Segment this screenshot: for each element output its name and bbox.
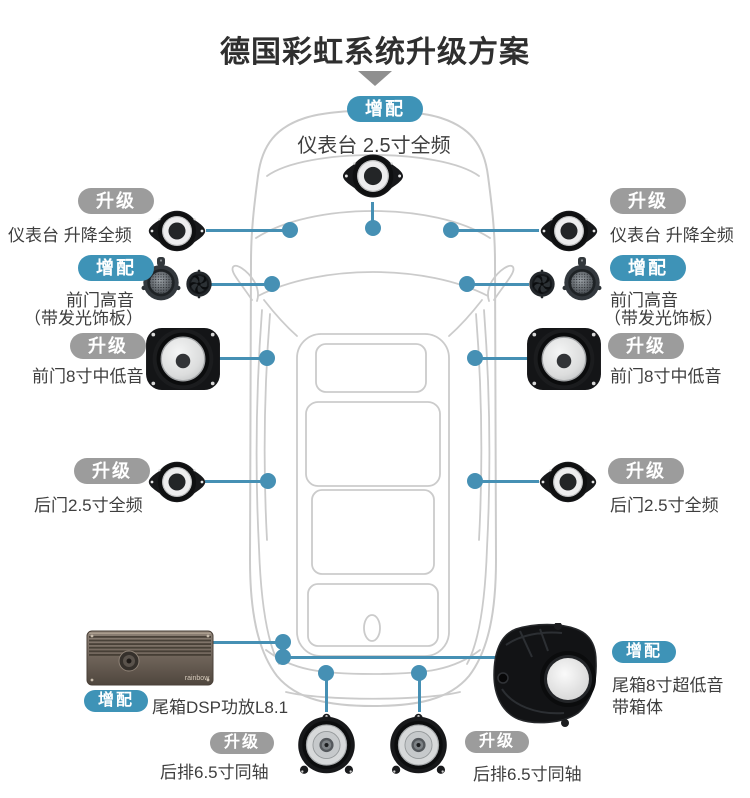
badge-dash-center: 增配 bbox=[347, 96, 423, 122]
badge-rear-door-right: 升级 bbox=[608, 458, 684, 484]
speaker-dash-right-image bbox=[537, 206, 601, 256]
connector-line-dash-center bbox=[371, 202, 374, 229]
speaker-rear-door-left-image bbox=[145, 457, 209, 507]
car-cowl-line bbox=[257, 271, 489, 297]
connector-dot-dash-right bbox=[443, 222, 459, 238]
connector-dot-woofer-right bbox=[467, 350, 483, 366]
tweeter-swirl-left-image bbox=[184, 269, 214, 299]
car-antenna bbox=[363, 614, 381, 642]
car-roof-panel bbox=[305, 401, 441, 487]
connector-line-deck-right bbox=[418, 673, 421, 712]
connector-line-amp bbox=[213, 641, 284, 644]
subwoofer-image bbox=[493, 623, 597, 727]
label-dash-right: 仪表台 升降全频 bbox=[610, 226, 734, 245]
label-front-tweeter-right-2: （带发光饰板） bbox=[604, 309, 723, 328]
connector-dot-amp bbox=[275, 634, 291, 650]
badge-dash-left: 升级 bbox=[78, 188, 154, 214]
speaker-rear-deck-right-image bbox=[387, 712, 450, 778]
car-door-left-outer bbox=[255, 309, 280, 665]
connector-dot-woofer-left bbox=[259, 350, 275, 366]
car-bumper-line bbox=[285, 691, 461, 700]
connector-dot-rear-door-right bbox=[467, 473, 483, 489]
connector-line-rear-door-right bbox=[474, 480, 539, 483]
speaker-rear-deck-left-image bbox=[295, 712, 358, 778]
badge-front-woofer-left: 升级 bbox=[70, 333, 146, 359]
badge-front-woofer-right: 升级 bbox=[608, 333, 684, 359]
badge-front-tweeter-left: 增配 bbox=[78, 255, 154, 281]
speaker-front-woofer-left-image bbox=[144, 326, 222, 392]
badge-front-tweeter-right: 增配 bbox=[610, 255, 686, 281]
amp-image: rainbow bbox=[86, 630, 214, 686]
label-rear-door-left: 后门2.5寸全频 bbox=[34, 496, 143, 515]
connector-line-rear-door-left bbox=[205, 480, 269, 483]
badge-dash-right: 升级 bbox=[610, 188, 686, 214]
connector-line-woofer-left bbox=[219, 357, 268, 360]
connector-dot-sub bbox=[275, 649, 291, 665]
car-door-right-outer bbox=[466, 309, 491, 665]
label-trunk-sub: 尾箱8寸超低音 bbox=[612, 676, 724, 695]
connector-line-sub bbox=[283, 656, 505, 659]
connector-line-dash-left bbox=[206, 229, 291, 232]
label-front-tweeter-right: 前门高音 bbox=[610, 291, 678, 310]
connector-line-tweeter-left bbox=[210, 283, 273, 286]
label-front-tweeter-left: 前门高音 bbox=[66, 291, 134, 310]
label-front-woofer-right: 前门8寸中低音 bbox=[610, 367, 722, 386]
speaker-front-woofer-right-image bbox=[525, 326, 603, 392]
badge-rear-deck-left: 升级 bbox=[210, 732, 274, 754]
connector-dot-tweeter-left bbox=[264, 276, 280, 292]
connector-dot-dash-center bbox=[365, 220, 381, 236]
label-front-tweeter-left-2: （带发光饰板） bbox=[24, 309, 143, 328]
car-door-right-inner bbox=[475, 313, 483, 541]
connector-line-deck-left bbox=[325, 673, 328, 712]
car-apillar-left bbox=[263, 299, 298, 337]
connector-line-woofer-right bbox=[474, 357, 529, 360]
badge-rear-door-left: 升级 bbox=[74, 458, 150, 484]
car-mirror-right bbox=[487, 265, 515, 302]
tweeter-mesh-right-image bbox=[562, 257, 602, 303]
page-title: 德国彩虹系统升级方案 bbox=[220, 36, 530, 69]
label-trunk-sub-2: 带箱体 bbox=[612, 698, 663, 717]
connector-dot-deck-right bbox=[411, 665, 427, 681]
car-mirror-left bbox=[231, 265, 259, 302]
label-rear-deck-left: 后排6.5寸同轴 bbox=[160, 763, 269, 782]
badge-trunk-sub: 增配 bbox=[612, 641, 676, 663]
label-trunk-amp: 尾箱DSP功放L8.1 bbox=[152, 698, 289, 717]
badge-trunk-amp: 增配 bbox=[84, 690, 148, 712]
speaker-rear-door-right-image bbox=[536, 457, 600, 507]
badge-rear-deck-right: 升级 bbox=[465, 731, 529, 753]
tweeter-swirl-right-image bbox=[527, 269, 557, 299]
connector-dot-tweeter-right bbox=[459, 276, 475, 292]
car-apillar-right bbox=[448, 299, 483, 337]
car-outline bbox=[231, 109, 515, 707]
speaker-dash-left-image bbox=[145, 206, 209, 256]
connector-dot-deck-left bbox=[318, 665, 334, 681]
connector-dot-dash-left bbox=[282, 222, 298, 238]
connector-dot-rear-door-left bbox=[260, 473, 276, 489]
car-door-left-inner bbox=[263, 313, 271, 541]
car-hatch-line bbox=[265, 649, 481, 675]
label-dash-center: 仪表台 2.5寸全频 bbox=[297, 135, 451, 157]
label-rear-deck-right: 后排6.5寸同轴 bbox=[473, 765, 582, 784]
title-arrow-icon bbox=[358, 71, 392, 86]
car-body bbox=[249, 109, 497, 707]
car-roof-panel-2 bbox=[311, 489, 435, 575]
label-rear-door-right: 后门2.5寸全频 bbox=[610, 496, 719, 515]
connector-line-tweeter-right bbox=[466, 283, 529, 286]
label-dash-left: 仪表台 升降全频 bbox=[8, 226, 132, 245]
amp-brand-text: rainbow bbox=[185, 675, 210, 682]
label-front-woofer-left: 前门8寸中低音 bbox=[32, 367, 144, 386]
car-rear-window bbox=[307, 583, 439, 647]
connector-line-dash-right bbox=[450, 229, 539, 232]
car-sunroof bbox=[315, 343, 427, 393]
